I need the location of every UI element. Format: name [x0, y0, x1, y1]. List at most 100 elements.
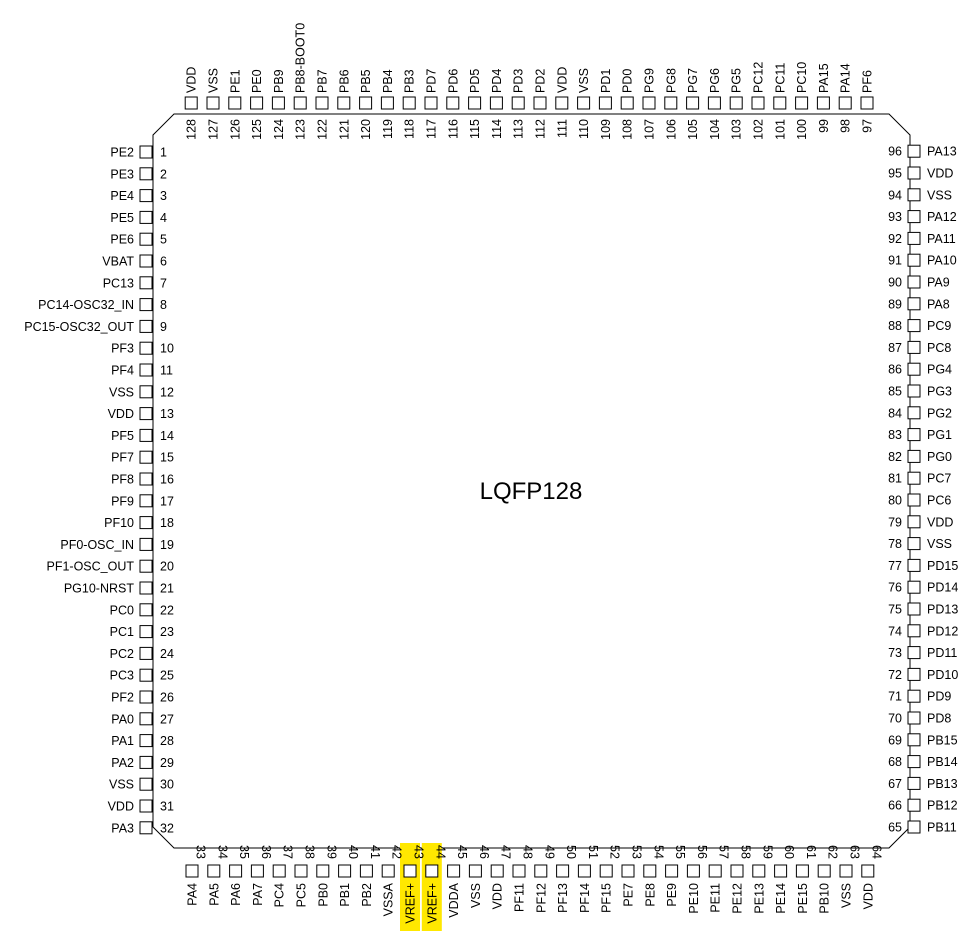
pin-number-left: 1 [160, 146, 167, 160]
pin-number-top: 108 [621, 119, 635, 140]
pin-name-top: PB6 [337, 69, 351, 93]
pin-pad [907, 515, 921, 529]
pin-name-left: PF10 [104, 516, 134, 530]
pin-number-top: 110 [577, 119, 591, 139]
pin-pad [795, 96, 809, 110]
pin-name-top: VDD [185, 67, 199, 93]
pin-pad [425, 864, 439, 878]
pin-name-bottom: PE14 [774, 883, 788, 914]
pin-name-right: PD10 [927, 668, 958, 682]
pin-name-top: PB7 [316, 69, 330, 93]
pin-number-left: 25 [160, 669, 174, 683]
pin-name-top: VDD [555, 67, 569, 93]
pin-number-bottom: 46 [477, 845, 491, 859]
pin-pad [489, 96, 503, 110]
pin-name-bottom: VREF+ [425, 883, 439, 924]
pin-pad [860, 96, 874, 110]
pin-pad [207, 864, 221, 878]
pin-name-right: PG0 [927, 450, 952, 464]
pin-name-top: PC12 [752, 62, 766, 93]
pin-pad [229, 864, 243, 878]
pin-number-left: 21 [160, 582, 174, 596]
pin-number-left: 16 [160, 473, 174, 487]
pin-number-right: 76 [888, 581, 902, 595]
pin-pad [139, 537, 153, 551]
pin-pad [447, 864, 461, 878]
pin-number-right: 74 [888, 624, 902, 638]
pin-name-top: VSS [207, 68, 221, 93]
pin-number-bottom: 33 [194, 845, 208, 859]
pin-pad [795, 864, 809, 878]
pin-name-bottom: VDD [861, 883, 875, 909]
pin-number-top: 127 [207, 119, 221, 140]
pin-name-bottom: PC5 [295, 883, 309, 907]
pin-name-bottom: VSS [840, 883, 854, 908]
pin-number-bottom: 49 [542, 845, 556, 859]
pin-pad [271, 96, 285, 110]
pin-name-left: PC2 [110, 647, 134, 661]
pin-number-right: 88 [888, 319, 902, 333]
pin-name-left: PA3 [111, 821, 134, 835]
pin-pad [907, 253, 921, 267]
pin-name-top: PD4 [490, 69, 504, 93]
pin-pad [907, 776, 921, 790]
pin-number-right: 67 [888, 777, 902, 791]
pin-number-bottom: 42 [390, 845, 404, 859]
pin-pad [907, 166, 921, 180]
pin-number-bottom: 35 [237, 845, 251, 859]
pin-name-left: PA1 [111, 734, 134, 748]
pin-pad [139, 428, 153, 442]
pin-pad [730, 864, 744, 878]
pin-name-bottom: VREF+ [404, 883, 418, 924]
pin-pad [139, 690, 153, 704]
pin-pad [707, 96, 721, 110]
pin-pad [381, 864, 395, 878]
pin-name-right: PD14 [927, 581, 958, 595]
pin-pad [598, 96, 612, 110]
pin-number-right: 90 [888, 276, 902, 290]
pin-pad [139, 407, 153, 421]
package-body-outline [152, 113, 911, 849]
pin-name-top: PG5 [730, 68, 744, 93]
pin-number-bottom: 64 [869, 845, 883, 859]
pin-number-top: 97 [861, 119, 875, 133]
pin-number-left: 19 [160, 538, 174, 552]
pin-pad [272, 864, 286, 878]
pin-pad [534, 864, 548, 878]
pin-name-left: PE6 [110, 233, 134, 247]
pin-pad [907, 210, 921, 224]
pin-name-left: PC0 [110, 603, 134, 617]
pin-name-bottom: PF12 [534, 883, 548, 913]
pin-number-top: 118 [403, 119, 417, 139]
pin-number-top: 104 [708, 119, 722, 140]
pin-number-bottom: 62 [826, 845, 840, 859]
pin-pad [139, 363, 153, 377]
pin-number-right: 69 [888, 733, 902, 747]
pin-number-left: 4 [160, 211, 167, 225]
pin-pad [907, 580, 921, 594]
pin-number-bottom: 34 [215, 845, 229, 859]
pin-name-right: PG1 [927, 428, 952, 442]
pin-name-left: PF4 [111, 364, 134, 378]
pin-number-top: 99 [817, 119, 831, 133]
pin-name-right: PD15 [927, 559, 958, 573]
pin-pad [907, 602, 921, 616]
pin-name-top: PD3 [512, 69, 526, 93]
pin-number-right: 65 [888, 821, 902, 835]
pin-name-right: PB12 [927, 799, 958, 813]
pin-name-left: PF8 [111, 473, 134, 487]
pin-pad [708, 864, 722, 878]
pin-number-top: 114 [490, 119, 504, 139]
pin-number-top: 112 [534, 119, 548, 139]
pin-number-top: 123 [294, 119, 308, 140]
pin-number-left: 3 [160, 189, 167, 203]
pin-number-bottom: 38 [303, 845, 317, 859]
pin-number-bottom: 37 [281, 845, 295, 859]
pin-name-bottom: PE13 [752, 883, 766, 914]
pin-number-left: 5 [160, 233, 167, 247]
pin-pad [250, 864, 264, 878]
pin-pad [139, 646, 153, 660]
pin-pad [907, 733, 921, 747]
pin-pad [139, 625, 153, 639]
